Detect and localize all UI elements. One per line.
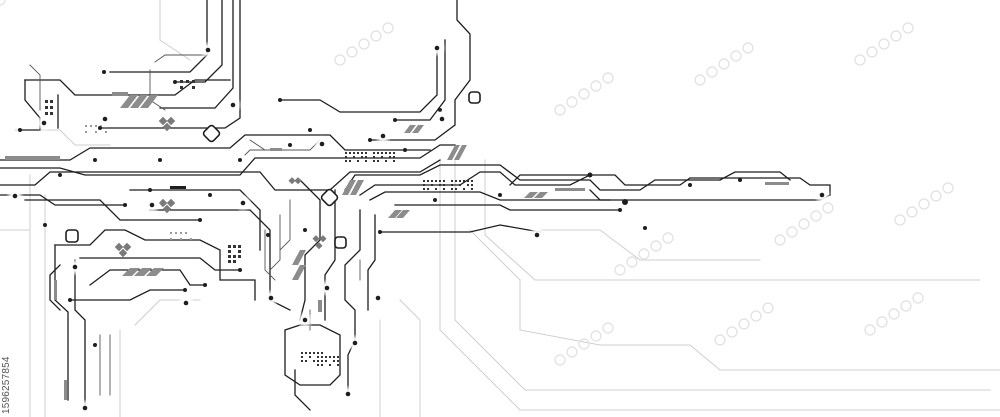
secondary-traces — [29, 54, 361, 396]
watermark-logo-pattern — [0, 0, 954, 366]
rounded-pads — [65, 91, 481, 249]
chip-dot-patterns — [45, 80, 473, 366]
main-dark-traces — [0, 0, 831, 411]
stock-image-id: 1596257854 — [1, 356, 12, 414]
dot-terminals — [18, 70, 742, 347]
diamond-clusters — [114, 116, 327, 258]
glow-endpoints — [6, 39, 831, 417]
gray-pattern-blocks — [5, 92, 789, 400]
